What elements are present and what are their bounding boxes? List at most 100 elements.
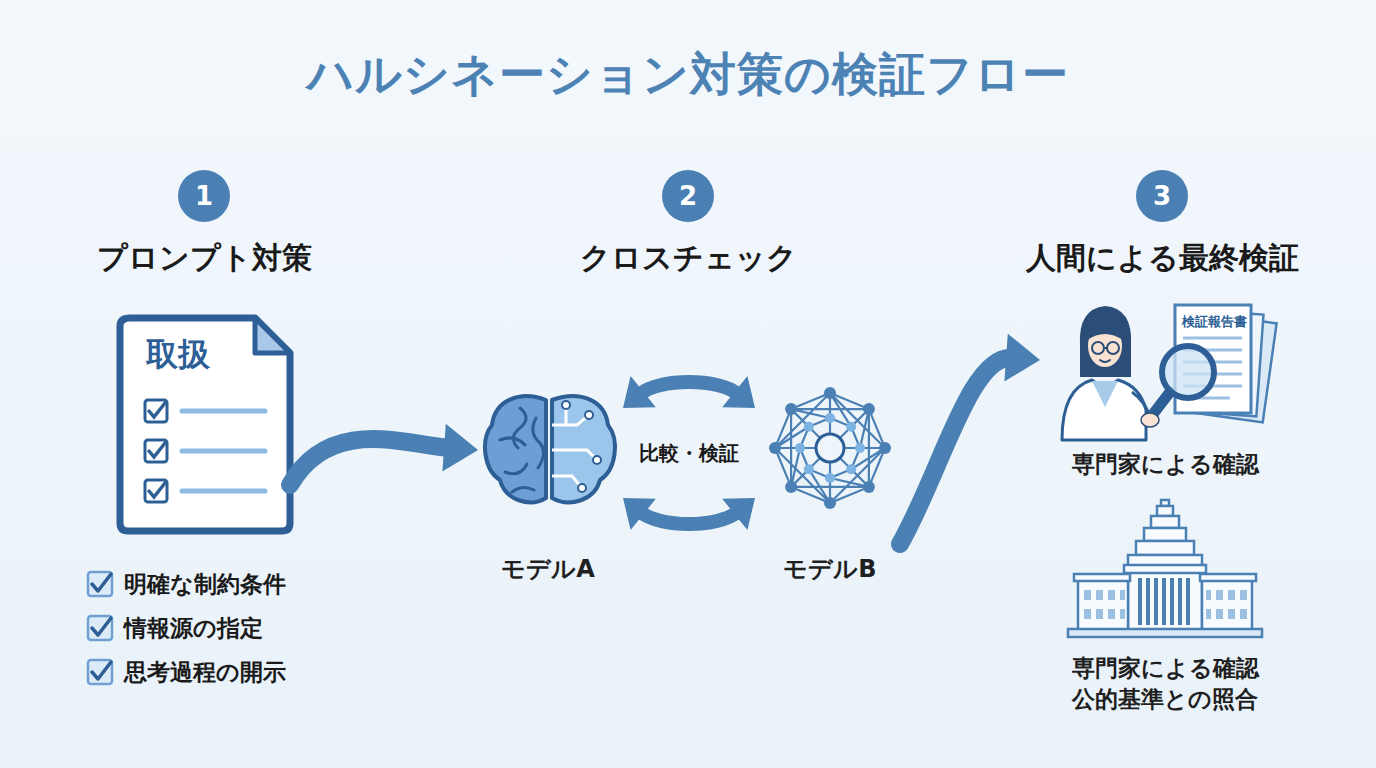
document-node-text: 取扱 (146, 333, 210, 377)
building-icon-part-part (1240, 590, 1247, 600)
network-icon-part-part (825, 473, 835, 483)
model-node: モデルA (478, 390, 618, 585)
arrow-head (1004, 334, 1040, 382)
network-icon-part (795, 413, 865, 483)
expert-node-text: 専門家による確認 (1072, 449, 1259, 480)
brain-icon (485, 396, 615, 502)
network-icon-part-part (863, 403, 875, 415)
building-icon-part-part (1216, 609, 1223, 619)
building-icon-part-part (1228, 590, 1235, 600)
checklist-item: 情報源の指定 (124, 613, 263, 644)
expert-illustration-part (1087, 320, 1123, 340)
arrow-head (722, 498, 755, 530)
document-icon-part (120, 318, 290, 531)
model-node-text: モデルB (783, 553, 876, 585)
network-icon-part-part (825, 413, 835, 423)
arrow-shaft (640, 512, 738, 524)
network-icon-part-part (824, 387, 836, 399)
building-icon-part (1200, 574, 1256, 581)
building-icon-part (1157, 506, 1173, 516)
building-icon-part-part (1206, 590, 1211, 600)
arrow-shaft (290, 439, 449, 485)
expert-illustration-part (1092, 342, 1104, 354)
building-icon-part (1202, 580, 1252, 630)
brain-icon-part (552, 405, 597, 488)
step-heading: プロンプト対策 (97, 238, 312, 279)
expert-illustration-part (1100, 348, 1110, 362)
building-icon-part (1124, 565, 1206, 573)
document-icon-part (149, 403, 165, 497)
building-icon-part (1068, 629, 1262, 637)
building-icon-part-part (1108, 590, 1115, 600)
report-title: 検証報告書 (1182, 313, 1247, 331)
expert-illustration-part (1141, 413, 1159, 427)
building-icon-part-part (1084, 590, 1091, 600)
brain-icon-part (552, 396, 615, 502)
brain-icon-part (562, 401, 570, 409)
arrow-shaft (640, 382, 738, 394)
step-number-text: 3 (1153, 181, 1171, 211)
network-icon-part (775, 393, 885, 503)
building-icon-part-part (1108, 609, 1115, 619)
document-node: 取扱 (120, 315, 290, 530)
brain-icon-part (593, 456, 601, 464)
network-icon-part-part (863, 481, 875, 493)
network-icon-part (775, 393, 885, 503)
public-standard-node: 専門家による確認 公的基準との照合 (1040, 490, 1290, 715)
expert-illustration-part (1080, 306, 1131, 377)
step-heading: 人間による最終検証 (1026, 238, 1299, 279)
number-circle-shape (178, 170, 230, 222)
step-number: 1 (178, 170, 230, 222)
brain-icon-part (485, 396, 546, 502)
network-icon-part-part (846, 464, 856, 474)
network-icon-part-part (879, 442, 891, 454)
building-icon-part-part (1096, 590, 1103, 600)
building-icon-part (1136, 541, 1194, 555)
building-icon-part-part (1096, 609, 1103, 619)
step-number-text: 2 (679, 181, 697, 211)
network-icon-part-part (846, 422, 856, 432)
expert-node: 専門家による確認 (1040, 300, 1290, 480)
expert-illustration-part (1162, 346, 1214, 398)
arrow-head (623, 376, 656, 408)
diagram-title: ハルシネーション対策の検証フロー (0, 44, 1376, 106)
building-icon-part-part (1084, 609, 1091, 619)
network-icon-part-part (804, 464, 814, 474)
document-icon-part (255, 318, 290, 353)
step-number: 3 (1136, 170, 1188, 222)
network-icon-part (769, 387, 891, 509)
flow-arrow (623, 376, 755, 408)
brain-icon-part (578, 484, 586, 492)
checklist-item: 思考過程の開示 (124, 657, 286, 688)
network-icon-part-part (804, 422, 814, 432)
network-icon-part-part (795, 443, 805, 453)
building-icon-part (1074, 574, 1130, 581)
expert-illustration-part (1092, 381, 1118, 407)
flow-arrow (900, 334, 1040, 544)
expert-illustration-part (1062, 380, 1146, 440)
building-icon-part-part (1228, 609, 1235, 619)
edge-label: 比較・検証 (639, 440, 739, 467)
network-icon-part-part (824, 497, 836, 509)
brain-icon-part (500, 408, 544, 492)
flow-arrow (623, 498, 755, 530)
step-heading: クロスチェック (580, 238, 797, 279)
building-icon-part-part (1240, 609, 1247, 619)
network-icon-part-part (785, 481, 797, 493)
building-icon (1068, 500, 1262, 637)
building-icon-part (1144, 528, 1186, 541)
step-number-text: 1 (195, 181, 213, 211)
checklist-item: 明確な制約条件 (124, 569, 286, 600)
expert-illustration-part (1107, 342, 1119, 354)
network-icon-part (816, 434, 844, 462)
number-circle-shape (662, 170, 714, 222)
flow-arrow (290, 424, 478, 485)
model-node-text: モデルA (501, 553, 595, 585)
step-number: 2 (662, 170, 714, 222)
building-icon-part-part (1216, 590, 1223, 600)
arrow-head (442, 424, 478, 472)
